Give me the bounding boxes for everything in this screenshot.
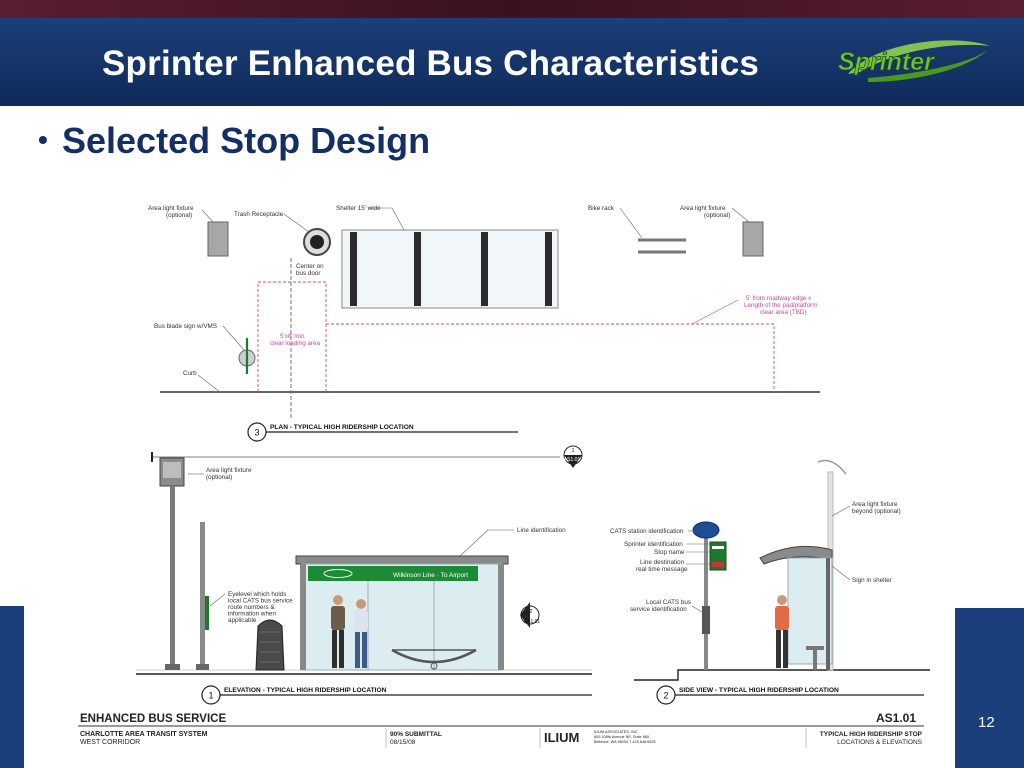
label-blade: Bus blade sign w/VMS: [154, 323, 217, 330]
plan-light-left: [207, 221, 229, 257]
plan-section-reference: 1 AS1.01: [151, 445, 583, 468]
logo-wordmark: Sprinter: [838, 48, 935, 76]
label-bike: Bike rack: [588, 205, 615, 212]
tb-sheet-subtitle: LOCATIONS & ELEVATIONS: [837, 739, 923, 746]
svg-text:AS1.01: AS1.01: [564, 457, 581, 463]
tb-date: 08/15/08: [390, 739, 416, 746]
plan-labels: Area light fixture(optional) Trash Recep…: [148, 205, 818, 377]
svg-text:2: 2: [663, 691, 668, 701]
label-sign-shelter: Sign in shelter: [852, 577, 892, 584]
clear-platform-area: [326, 323, 775, 392]
label-line-id: Line identification: [517, 527, 566, 534]
bullet-item: • Selected Stop Design: [38, 120, 430, 162]
elevation-view: Wilkinson Line · To Airport 2 AS1.01: [136, 457, 592, 675]
svg-text:ELEVATION - TYPICAL HIGH RIDER: ELEVATION - TYPICAL HIGH RIDERSHIP LOCAT…: [224, 687, 387, 694]
elevation-people: [331, 595, 368, 668]
title-block: ENHANCED BUS SERVICE AS1.01 CHARLOTTE AR…: [78, 711, 924, 748]
side-detail-tag: 2 SIDE VIEW - TYPICAL HIGH RIDERSHIP LOC…: [656, 685, 924, 705]
left-edge-band: [0, 606, 24, 768]
label-cats-id: CATS station identification: [610, 528, 684, 535]
plan-view: [160, 207, 820, 418]
elevation-shelter-sign: [308, 566, 478, 581]
clear-loading-area: [257, 281, 327, 392]
slide-header: [0, 18, 1024, 106]
elevation-bench: [391, 648, 477, 664]
cats-logo-sign: [692, 521, 720, 539]
plan-detail-tag: 3 PLAN - TYPICAL HIGH RIDERSHIP LOCATION: [247, 422, 518, 442]
side-labels: CATS station identification Sprinter ide…: [610, 501, 901, 613]
tb-project: ENHANCED BUS SERVICE: [80, 713, 226, 725]
plan-light-right: [742, 221, 764, 257]
svg-text:1: 1: [571, 448, 574, 454]
svg-text:PLAN - TYPICAL HIGH RIDERSHIP: PLAN - TYPICAL HIGH RIDERSHIP LOCATION: [270, 424, 414, 431]
tb-corridor: WEST CORRIDOR: [80, 739, 140, 746]
label-plan-light-left: Area light fixture(optional): [148, 205, 194, 219]
side-view: [634, 459, 930, 681]
slide-title: Sprinter Enhanced Bus Characteristics: [102, 44, 760, 83]
svg-text:3: 3: [254, 428, 259, 438]
elevation-sign-text: Wilkinson Line · To Airport: [393, 572, 468, 579]
elevation-detail-tag: 1 ELEVATION - TYPICAL HIGH RIDERSHIP LOC…: [201, 685, 592, 705]
svg-text:2: 2: [529, 609, 532, 615]
label-stop-name: Stop name: [654, 549, 685, 556]
tb-sheet-title: TYPICAL HIGH RIDERSHIP STOP: [820, 731, 923, 738]
elevation-shelter-roof: [295, 555, 509, 565]
sprinter-logo: Sprinter: [838, 40, 990, 82]
side-ground: [634, 669, 930, 681]
blade-sign-pole: [200, 522, 205, 670]
pylon-post: [704, 538, 708, 670]
stop-design-drawing: Area light fixture(optional) Trash Recep…: [78, 205, 930, 748]
tb-client: CHARLOTTE AREA TRANSIT SYSTEM: [80, 731, 208, 738]
tb-submittal: 90% SUBMITTAL: [390, 731, 442, 738]
elevation-trash-can: [255, 619, 285, 671]
label-trash: Trash Receptacle: [234, 211, 284, 218]
bullet-text: Selected Stop Design: [62, 120, 431, 161]
label-plan-light-right: Area light fixture(optional): [680, 205, 730, 219]
right-edge-band: [955, 608, 1024, 768]
label-sprinter-id: Sprinter identification: [624, 541, 683, 548]
plan-shelter: [341, 229, 559, 309]
side-person: [775, 595, 789, 668]
elevation-labels: Area light fixture(optional) Line identi…: [206, 467, 566, 624]
page-number: 12: [978, 714, 995, 731]
svg-text:1: 1: [208, 691, 213, 701]
tb-sheet: AS1.01: [876, 711, 916, 725]
tb-firm-lines: ILIUM ASSOCIATES, INC.600 108th Avenue N…: [594, 730, 656, 744]
bullet-dot: •: [38, 124, 48, 155]
tb-firm: ILIUM: [544, 730, 579, 745]
label-elevation-light: Area light fixture(optional): [206, 467, 252, 481]
label-shelter: Shelter 15' wide: [336, 205, 381, 212]
svg-text:SIDE VIEW - TYPICAL HIGH RIDER: SIDE VIEW - TYPICAL HIGH RIDERSHIP LOCAT…: [679, 687, 839, 694]
label-curb: Curb: [183, 370, 197, 377]
svg-text:AS1.01: AS1.01: [524, 619, 541, 625]
elevation-light-pole: [170, 486, 175, 670]
top-accent-strip: [0, 0, 1024, 18]
